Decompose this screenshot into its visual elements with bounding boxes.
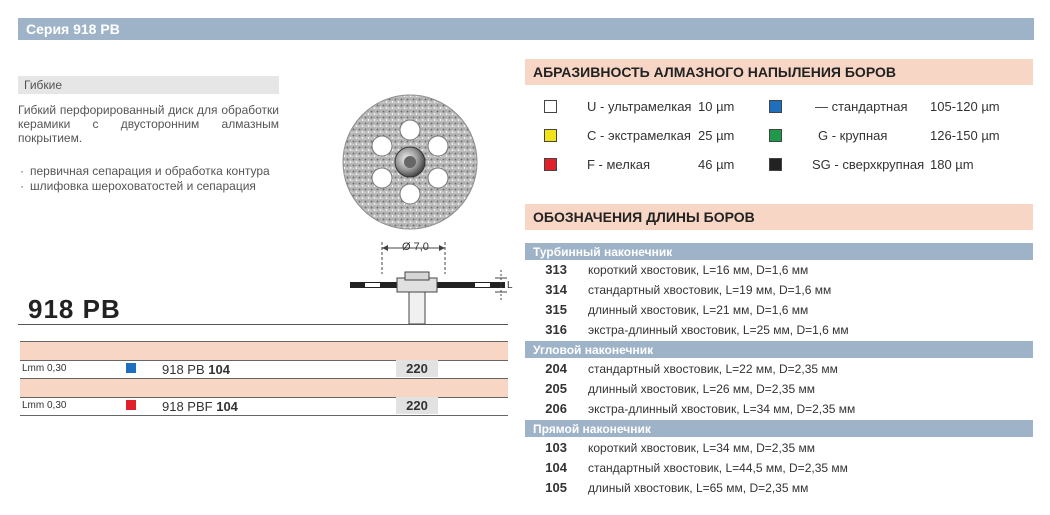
product-row[interactable]: Lmm 0,30 918 PB 104 220 (20, 360, 508, 378)
length-row: 103 короткий хвостовик, L=34 мм, D=2,35 м… (525, 438, 1033, 458)
length-row: 204 стандартный хвостовик, L=22 мм, D=2,3… (525, 359, 1033, 379)
length-row: 105 длиный хвостовик, L=65 мм, D=2,35 мм (525, 478, 1033, 498)
pack-quantity: 220 (396, 397, 438, 414)
feature-item: · шлифовка шероховатостей и сепарация (18, 179, 279, 194)
abrasive-title: АБРАЗИВНОСТЬ АЛМАЗНОГО НАПЫЛЕНИЯ БОРОВ (533, 64, 896, 80)
length-code: 315 (545, 302, 567, 317)
divider (20, 360, 508, 361)
length-desc: экстра-длинный хвостовик, L=25 мм, D=1,6… (588, 323, 849, 337)
series-header: Серия 918 PB (18, 18, 1034, 40)
category-label: Гибкие (24, 78, 63, 92)
length-section-header: ОБОЗНАЧЕНИЯ ДЛИНЫ БОРОВ (525, 204, 1033, 230)
grit-name: F - мелкая (587, 157, 651, 172)
group-name: Прямой наконечник (533, 422, 651, 436)
bullet-dot: · (20, 179, 24, 193)
length-code: 103 (545, 440, 567, 455)
group-header-turbine: Турбинный наконечник (525, 243, 1033, 260)
thickness-label: Lmm 0,30 (22, 363, 67, 374)
length-desc: экстра-длинный хвостовик, L=34 мм, D=2,3… (588, 402, 856, 416)
grit-name: — стандартная (815, 99, 908, 114)
length-code: 205 (545, 381, 567, 396)
grit-size: 10 µm (698, 99, 735, 114)
length-code: 206 (545, 401, 567, 416)
divider (18, 324, 508, 325)
length-label: L (507, 280, 513, 291)
product-ref: 918 PB 104 (162, 362, 230, 377)
grit-size: 105-120 µm (930, 99, 1000, 114)
length-row: 315 длинный хвостовик, L=21 мм, D=1,6 мм (525, 300, 1033, 320)
length-code: 316 (545, 322, 567, 337)
model-name: 918 PB (28, 294, 121, 324)
grit-swatch (769, 100, 782, 113)
group-name: Турбинный наконечник (533, 245, 673, 259)
row-band (20, 379, 508, 397)
grit-swatch (126, 400, 136, 410)
disc-dimension-diagram (350, 242, 507, 325)
length-row: 313 короткий хвостовик, L=16 мм, D=1,6 мм (525, 260, 1033, 280)
grit-size: 126-150 µm (930, 128, 1000, 143)
length-code: 104 (545, 460, 567, 475)
group-header-straight: Прямой наконечник (525, 420, 1033, 437)
length-desc: короткий хвостовик, L=16 мм, D=1,6 мм (588, 263, 809, 277)
length-row: 206 экстра-длинный хвостовик, L=34 мм, D=… (525, 399, 1033, 419)
group-name: Угловой наконечник (533, 343, 654, 357)
feature-list: · первичная сепарация и обработка контур… (18, 164, 279, 194)
diameter-label: Ø 7,0 (402, 241, 429, 253)
length-desc: стандартный хвостовик, L=19 мм, D=1,6 мм (588, 283, 832, 297)
pack-quantity: 220 (396, 360, 438, 377)
length-code: 204 (545, 361, 567, 376)
grit-swatch (769, 129, 782, 142)
length-desc: короткий хвостовик, L=34 мм, D=2,35 мм (588, 441, 815, 455)
grit-legend: U - ультрамелкая 10 µm C - экстрамелкая … (525, 92, 1033, 182)
length-code: 105 (545, 480, 567, 495)
grit-swatch (769, 158, 782, 171)
abrasive-section-header: АБРАЗИВНОСТЬ АЛМАЗНОГО НАПЫЛЕНИЯ БОРОВ (525, 59, 1033, 85)
length-desc: стандартный хвостовик, L=44,5 мм, D=2,35… (588, 461, 848, 475)
ref-size: 104 (216, 399, 238, 414)
grit-name: U - ультрамелкая (587, 99, 692, 114)
length-desc: длинный хвостовик, L=26 мм, D=2,35 мм (588, 382, 815, 396)
divider (20, 378, 508, 379)
grit-swatch (544, 158, 557, 171)
product-ref: 918 PBF 104 (162, 399, 238, 414)
grit-swatch (126, 363, 136, 373)
product-row[interactable]: Lmm 0,30 918 PBF 104 220 (20, 397, 508, 415)
diamond-disc-image (342, 94, 478, 230)
group-header-angle: Угловой наконечник (525, 341, 1033, 358)
length-row: 316 экстра-длинный хвостовик, L=25 мм, D=… (525, 320, 1033, 340)
divider (20, 397, 508, 398)
grit-name: SG - сверхкрупная (812, 157, 925, 172)
grit-swatch (544, 100, 557, 113)
grit-size: 25 µm (698, 128, 735, 143)
grit-size: 46 µm (698, 157, 735, 172)
ref-prefix: 918 PBF (162, 399, 213, 414)
row-band (20, 342, 508, 360)
ref-prefix: 918 PB (162, 362, 205, 377)
grit-size: 180 µm (930, 157, 974, 172)
length-row: 205 длинный хвостовик, L=26 мм, D=2,35 мм (525, 379, 1033, 399)
grit-name: C - экстрамелкая (587, 128, 691, 143)
series-title: Серия 918 PB (26, 21, 120, 37)
bullet-dot: · (20, 164, 24, 178)
length-code: 314 (545, 282, 567, 297)
feature-text: шлифовка шероховатостей и сепарация (30, 179, 256, 193)
thickness-label: Lmm 0,30 (22, 400, 67, 411)
grit-name: G - крупная (818, 128, 888, 143)
feature-text: первичная сепарация и обработка контура (30, 164, 270, 178)
feature-item: · первичная сепарация и обработка контур… (18, 164, 279, 179)
length-desc: длиный хвостовик, L=65 мм, D=2,35 мм (588, 481, 809, 495)
ref-size: 104 (208, 362, 230, 377)
length-desc: длинный хвостовик, L=21 мм, D=1,6 мм (588, 303, 809, 317)
length-desc: стандартный хвостовик, L=22 мм, D=2,35 м… (588, 362, 838, 376)
product-description: Гибкий перфорированный диск для обработк… (18, 103, 279, 145)
category-bar: Гибкие (18, 76, 279, 94)
length-row: 314 стандартный хвостовик, L=19 мм, D=1,6… (525, 280, 1033, 300)
length-title: ОБОЗНАЧЕНИЯ ДЛИНЫ БОРОВ (533, 209, 755, 225)
length-row: 104 стандартный хвостовик, L=44,5 мм, D=2… (525, 458, 1033, 478)
divider (20, 341, 508, 342)
grit-swatch (544, 129, 557, 142)
divider (20, 415, 508, 416)
length-code: 313 (545, 262, 567, 277)
